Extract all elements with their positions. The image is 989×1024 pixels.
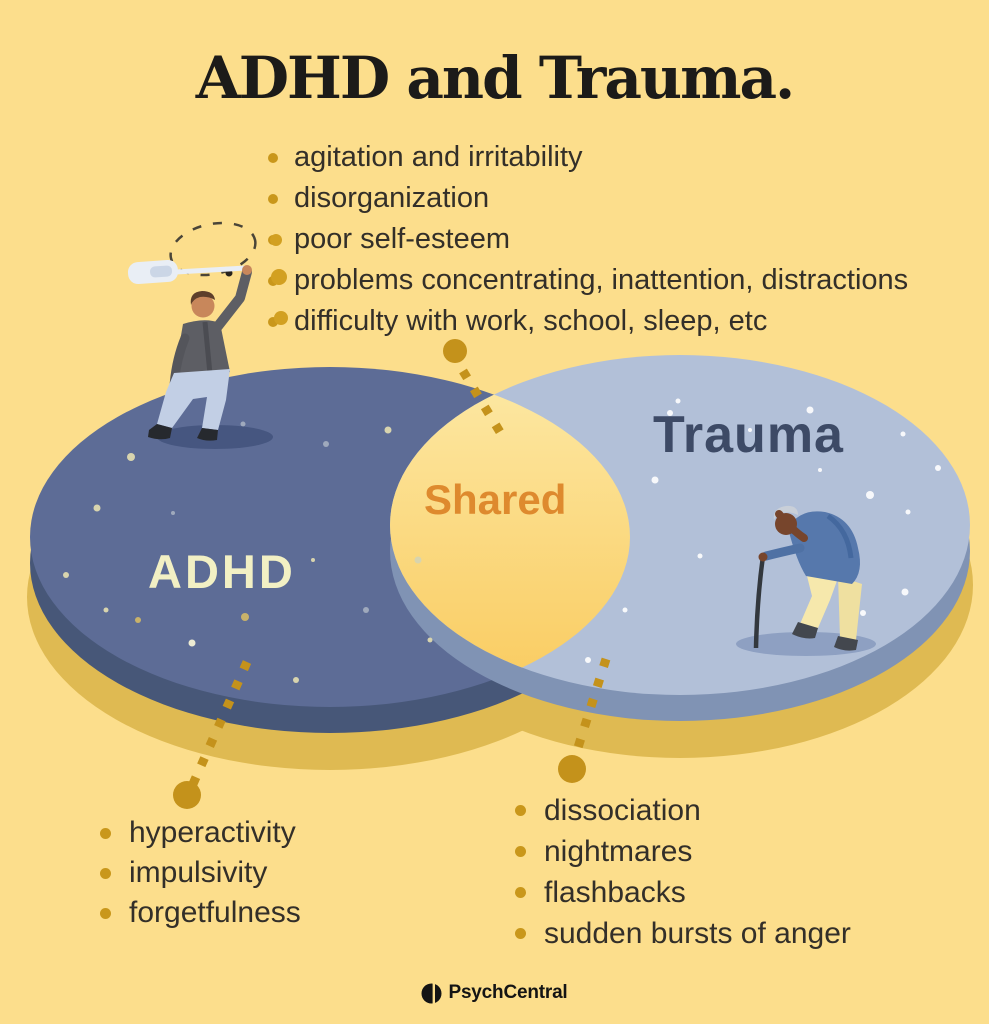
shared-symptoms-list: agitation and irritability disorganizati… [268,137,908,342]
connector-adhd [173,660,252,809]
list-item: disorganization [268,178,908,219]
list-item: problems concentrating, inattention, dis… [268,260,908,301]
list-item: nightmares [515,831,851,872]
page-title: ADHD and Trauma. [195,44,795,112]
list-item-label: sudden bursts of anger [544,916,851,950]
bullet-dot-icon [515,846,526,857]
list-item: sudden bursts of anger [515,913,851,954]
elderly-man-with-cane-illustration [736,505,876,656]
bullet-dot-icon [515,928,526,939]
venn-label-shared: Shared [424,476,567,523]
list-item-label: nightmares [544,834,693,868]
bullet-dot-icon [100,867,111,879]
list-item-label: forgetfulness [129,896,301,929]
bullet-dot-icon [515,805,526,816]
list-item-label: dissociation [544,793,701,827]
adhd-symptoms-list: hyperactivity impulsivity forgetfulness [100,813,301,933]
list-item-label: disorganization [294,182,490,214]
bullet-dot-icon [268,193,278,204]
list-item: poor self-esteem [268,219,908,260]
list-item: hyperactivity [100,813,301,853]
list-item: flashbacks [515,872,851,913]
list-item-label: impulsivity [129,856,268,889]
list-item-label: hyperactivity [129,816,296,849]
list-item: agitation and irritability [268,137,908,178]
list-item: impulsivity [100,853,301,893]
bullet-dot-icon [100,827,111,839]
list-item: difficulty with work, school, sleep, etc [268,301,908,342]
list-item-label: poor self-esteem [294,223,510,255]
list-item: forgetfulness [100,893,301,933]
venn-label-adhd: ADHD [148,545,296,598]
connector-shared [443,339,507,440]
brand-name: PsychCentral [448,982,568,1003]
list-item: dissociation [515,790,851,831]
list-item-label: difficulty with work, school, sleep, etc [294,305,768,337]
man-swatting-fly-illustration [127,221,273,449]
trauma-symptoms-list: dissociation nightmares flashbacks sudde… [515,790,851,954]
connector-trauma [558,657,611,783]
list-item-label: agitation and irritability [294,141,583,173]
trauma-disc-stars [585,398,941,663]
bullet-dot-icon [268,152,278,163]
brand-footer: PsychCentral [0,982,989,1004]
bullet-dot-icon [268,316,278,327]
venn-label-trauma: Trauma [653,406,844,464]
list-item-label: problems concentrating, inattention, dis… [294,264,909,296]
adhd-disc-stars [63,421,433,683]
venn-overlap-lens [390,367,630,695]
bullet-dot-icon [515,887,526,898]
background-dots [270,234,288,325]
psychcentral-logo-icon [421,982,442,1004]
bullet-dot-icon [100,907,111,919]
list-item-label: flashbacks [544,875,686,909]
